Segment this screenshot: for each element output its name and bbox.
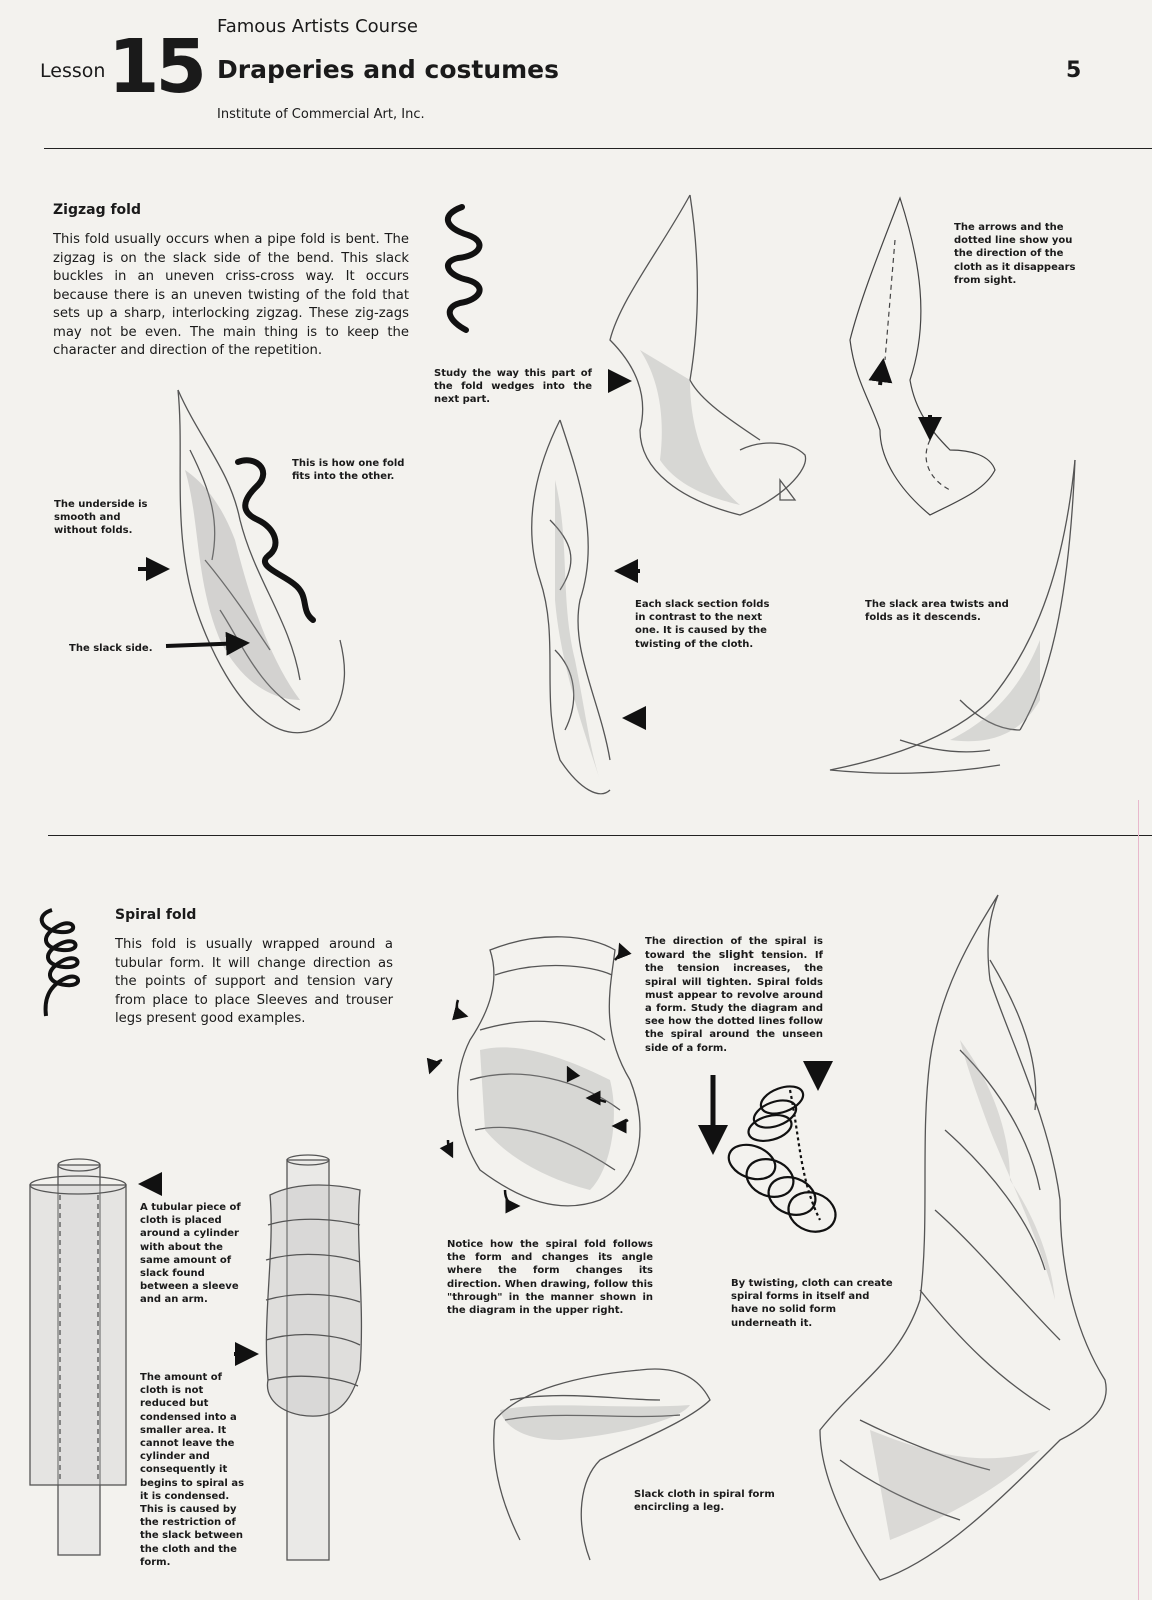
- institute-name: Institute of Commercial Art, Inc.: [217, 107, 425, 122]
- spiral-icon: [39, 908, 80, 1017]
- zigzag-diagram: [235, 457, 316, 623]
- caption-arrows-dotted: The arrows and the dotted line show you …: [954, 222, 1076, 286]
- cylinder-with-cloth-tube: [29, 1158, 127, 1556]
- zigzag-title: Zigzag fold: [53, 202, 141, 218]
- caption-amount-cloth: The amount of cloth is not reduced but c…: [140, 1372, 245, 1568]
- section-divider: [48, 835, 1152, 836]
- course-name: Famous Artists Course: [217, 16, 418, 37]
- caption-one-fold-fits: This is how one fold fits into the other…: [292, 458, 405, 483]
- caption-underside: The underside is smooth and without fold…: [54, 499, 148, 537]
- arrow-up: [868, 358, 893, 386]
- caption-notice-follows: Notice how the spiral fold follows the f…: [447, 1239, 653, 1317]
- zigzag-body: This fold usually occurs when a pipe fol…: [53, 232, 409, 358]
- caption-slack-side: The slack side.: [69, 643, 153, 654]
- page-title: Draperies and costumes: [217, 55, 560, 84]
- caption-each-slack: Each slack section folds in contrast to …: [635, 599, 770, 650]
- descending-drapery-right: [829, 459, 1076, 774]
- arrow-slack-side: [165, 631, 250, 656]
- zigzag-drapery-left: [177, 389, 346, 734]
- outline-drapery: [849, 196, 996, 516]
- twisted-drapery-middle: [531, 419, 611, 795]
- sleeve-spiral-drapery: [457, 936, 641, 1207]
- lesson-label: Lesson: [40, 60, 106, 82]
- spiral-coil-diagram: [698, 1061, 837, 1233]
- caption-slack-leg: Slack cloth in spiral form encircling a …: [634, 1489, 775, 1514]
- page-number: 5: [1066, 58, 1082, 83]
- caption-tubular-piece: A tubular piece of cloth is placed aroun…: [140, 1202, 241, 1306]
- pipe-fold-drapery: [609, 194, 807, 516]
- cylinder-with-condensed-cloth: [265, 1154, 363, 1561]
- caption-spiral-direction: The direction of the spiral is toward th…: [645, 935, 823, 1055]
- caption-slack-twists: The slack area twists and folds as it de…: [865, 599, 1009, 624]
- tall-twisted-cloth: [819, 894, 1107, 1581]
- lesson-number: 15: [108, 24, 207, 110]
- caption-by-twisting: By twisting, cloth can create spiral for…: [731, 1278, 893, 1329]
- caption-study-wedges: Study the way this part of the fold wedg…: [434, 368, 592, 406]
- sleeve-direction-arrows: [426, 942, 632, 1214]
- caption-spiral-direction-post: tension. If the tension increases, the s…: [645, 950, 824, 1054]
- leg-spiral-drapery: [493, 1368, 711, 1561]
- spiral-title: Spiral fold: [115, 907, 197, 923]
- margin-line: [1138, 800, 1139, 1600]
- caption-spiral-direction-pre: The direction of the spiral is toward th…: [645, 936, 823, 962]
- spiral-body: This fold is usually wrapped around a tu…: [115, 937, 393, 1026]
- zigzag-icon-top: [445, 204, 483, 333]
- header-divider: [44, 148, 1152, 149]
- caption-spiral-direction-bold: slight: [718, 948, 754, 962]
